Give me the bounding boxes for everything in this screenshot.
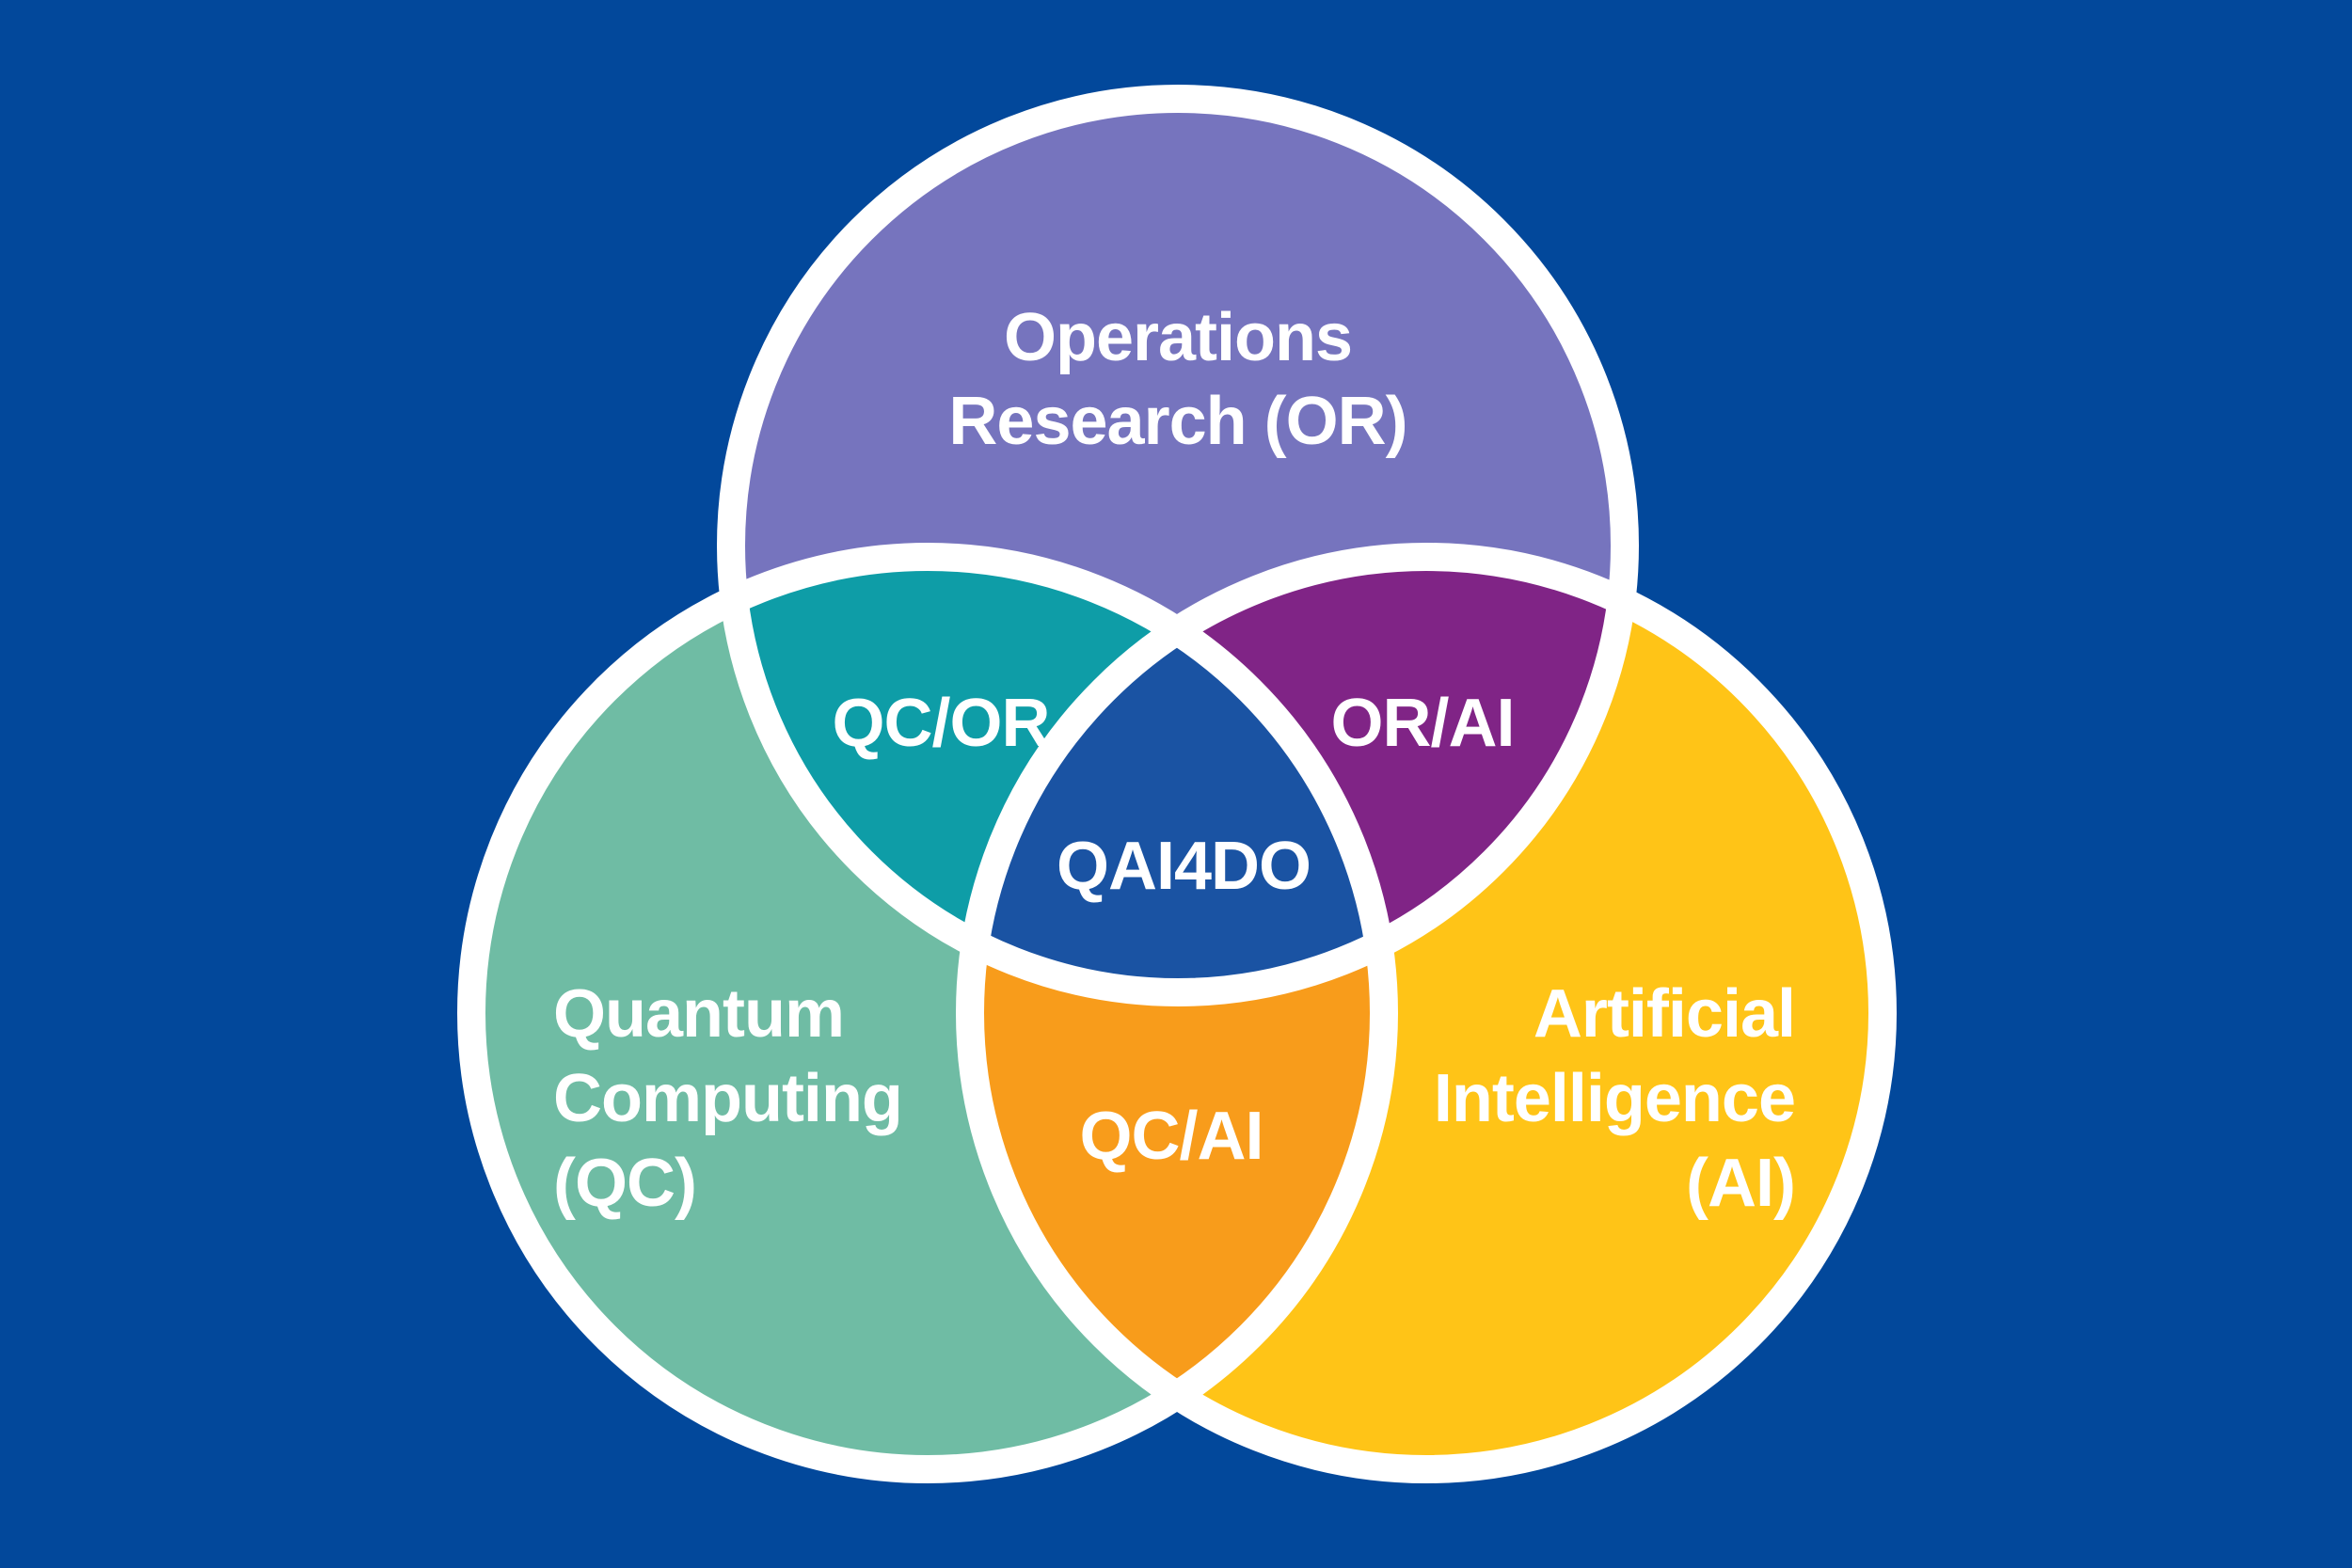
center-label: QAI4DO bbox=[1057, 829, 1311, 904]
or-label-line2: Research (OR) bbox=[948, 384, 1406, 459]
region-or-ai bbox=[970, 557, 1625, 992]
ai-label-line3: (AI) bbox=[1686, 1146, 1795, 1221]
or-label-line1: Operations bbox=[1004, 300, 1352, 375]
labels: Operations Research (OR) Quantum Computi… bbox=[553, 300, 1796, 1221]
ai-label-line2: Intelligence bbox=[1434, 1061, 1795, 1136]
intersection-fills bbox=[731, 557, 1625, 1469]
or-circle-outline bbox=[717, 85, 1639, 1006]
ai-label-line1: Artificial bbox=[1534, 976, 1795, 1052]
region-qc-or bbox=[731, 557, 1384, 992]
qc-circle-outline bbox=[457, 543, 1398, 1483]
or-ai-label: OR/AI bbox=[1330, 686, 1514, 761]
qc-label-line2: Computing bbox=[553, 1061, 902, 1136]
circle-outlines bbox=[457, 85, 1897, 1483]
ai-circle-outline bbox=[956, 543, 1897, 1483]
qc-label-line3: (QC) bbox=[553, 1146, 696, 1221]
qc-or-label: QC/OR bbox=[832, 686, 1049, 761]
qc-label-line1: Quantum bbox=[553, 976, 844, 1052]
qc-ai-label: QC/AI bbox=[1079, 1099, 1263, 1174]
